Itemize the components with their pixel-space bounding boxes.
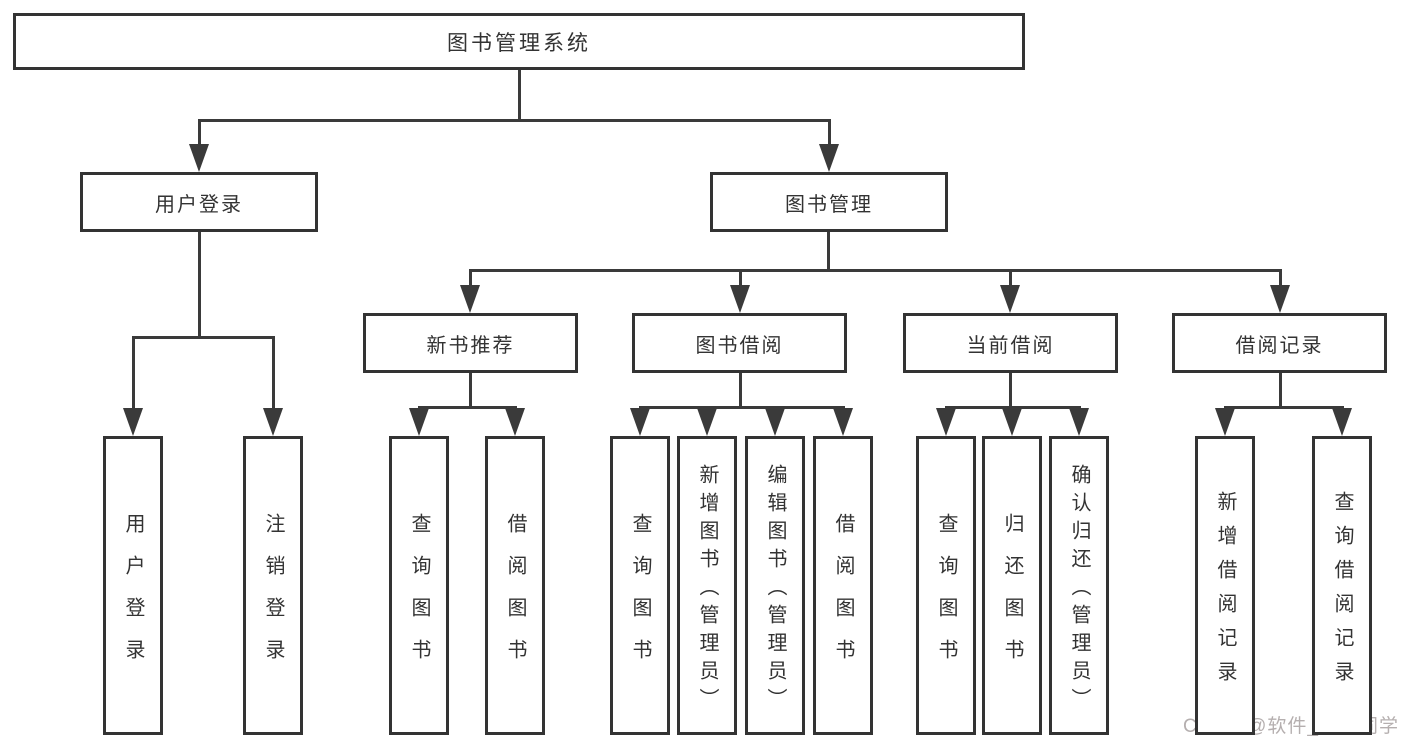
- connector-vline: [468, 270, 472, 289]
- leaf-query-books-label: 查询图书: [935, 512, 957, 681]
- connector-vline: [517, 70, 521, 122]
- node-borrowing-records: 借阅记录: [1172, 313, 1387, 373]
- arrowhead-down-icon: [697, 408, 717, 436]
- node-current-borrowing-label: 当前借阅: [966, 334, 1055, 357]
- arrowhead-down-icon: [1002, 408, 1022, 436]
- node-new-book-recommendation-label: 新书推荐: [426, 334, 515, 357]
- connector-vline: [826, 232, 830, 272]
- leaf-logout-label: 注销登录: [262, 512, 284, 681]
- arrowhead-down-icon: [263, 408, 283, 436]
- node-user-login: 用户登录: [80, 172, 318, 232]
- arrowhead-down-icon: [1270, 285, 1290, 313]
- node-new-book-recommendation: 新书推荐: [363, 313, 578, 373]
- leaf-return-books: 归还图书: [982, 436, 1042, 735]
- arrowhead-down-icon: [460, 285, 480, 313]
- leaf-return-books-label: 归还图书: [1001, 512, 1023, 681]
- leaf-query-books-label: 查询图书: [408, 512, 430, 681]
- leaf-borrow-books-label: 借阅图书: [832, 512, 854, 681]
- leaf-borrow-books: 借阅图书: [813, 436, 873, 735]
- arrowhead-down-icon: [1069, 408, 1089, 436]
- leaf-query-books-label: 查询图书: [629, 512, 651, 681]
- arrowhead-down-icon: [505, 408, 525, 436]
- leaf-add-borrow-record: 新增借阅记录: [1195, 436, 1255, 735]
- leaf-borrow-books-label: 借阅图书: [504, 512, 526, 681]
- arrowhead-down-icon: [189, 144, 209, 172]
- leaf-edit-book-admin: 编辑图书（管理员）: [745, 436, 805, 735]
- connector-vline: [1278, 373, 1282, 409]
- connector-hline: [468, 268, 1282, 272]
- arrowhead-down-icon: [630, 408, 650, 436]
- connector-vline: [1008, 373, 1012, 409]
- connector-vline: [738, 373, 742, 409]
- arrowhead-down-icon: [819, 144, 839, 172]
- leaf-edit-book-admin-label: 编辑图书（管理员）: [764, 463, 786, 716]
- connector-hline: [1223, 405, 1344, 409]
- connector-vline: [197, 232, 201, 339]
- node-book-borrowing: 图书借阅: [632, 313, 847, 373]
- connector-vline: [1278, 270, 1282, 289]
- leaf-query-books: 查询图书: [389, 436, 449, 735]
- leaf-query-books: 查询图书: [916, 436, 976, 735]
- arrowhead-down-icon: [765, 408, 785, 436]
- leaf-user-login-label: 用户登录: [122, 512, 144, 681]
- leaf-borrow-books: 借阅图书: [485, 436, 545, 735]
- connector-vline: [271, 337, 275, 412]
- leaf-user-login: 用户登录: [103, 436, 163, 735]
- connector-hline: [197, 118, 831, 122]
- leaf-logout: 注销登录: [243, 436, 303, 735]
- connector-vline: [197, 120, 201, 148]
- leaf-query-borrow-record-label: 查询借阅记录: [1331, 490, 1353, 695]
- connector-hline: [638, 405, 845, 409]
- connector-hline: [131, 335, 275, 339]
- connector-vline: [738, 270, 742, 289]
- connector-vline: [1008, 270, 1012, 289]
- arrowhead-down-icon: [409, 408, 429, 436]
- connector-vline: [131, 337, 135, 412]
- leaf-add-borrow-record-label: 新增借阅记录: [1214, 490, 1236, 695]
- arrowhead-down-icon: [1215, 408, 1235, 436]
- node-user-login-label: 用户登录: [155, 193, 243, 216]
- arrowhead-down-icon: [1000, 285, 1020, 313]
- leaf-query-borrow-record: 查询借阅记录: [1312, 436, 1372, 735]
- leaf-confirm-return-admin-label: 确认归还（管理员）: [1068, 463, 1090, 716]
- node-borrowing-records-label: 借阅记录: [1235, 334, 1324, 357]
- node-book-borrowing-label: 图书借阅: [695, 334, 784, 357]
- node-book-management-label: 图书管理: [785, 193, 873, 216]
- node-current-borrowing: 当前借阅: [903, 313, 1118, 373]
- leaf-add-book-admin-label: 新增图书（管理员）: [696, 463, 718, 716]
- arrowhead-down-icon: [936, 408, 956, 436]
- leaf-add-book-admin: 新增图书（管理员）: [677, 436, 737, 735]
- arrowhead-down-icon: [1332, 408, 1352, 436]
- node-book-management: 图书管理: [710, 172, 948, 232]
- connector-hline: [417, 405, 517, 409]
- connector-vline: [468, 373, 472, 409]
- node-library-management-system-label: 图书管理系统: [447, 31, 591, 55]
- arrowhead-down-icon: [123, 408, 143, 436]
- arrowhead-down-icon: [730, 285, 750, 313]
- node-library-management-system: 图书管理系统: [13, 13, 1025, 70]
- leaf-confirm-return-admin: 确认归还（管理员）: [1049, 436, 1109, 735]
- leaf-query-books: 查询图书: [610, 436, 670, 735]
- connector-vline: [827, 120, 831, 148]
- arrowhead-down-icon: [833, 408, 853, 436]
